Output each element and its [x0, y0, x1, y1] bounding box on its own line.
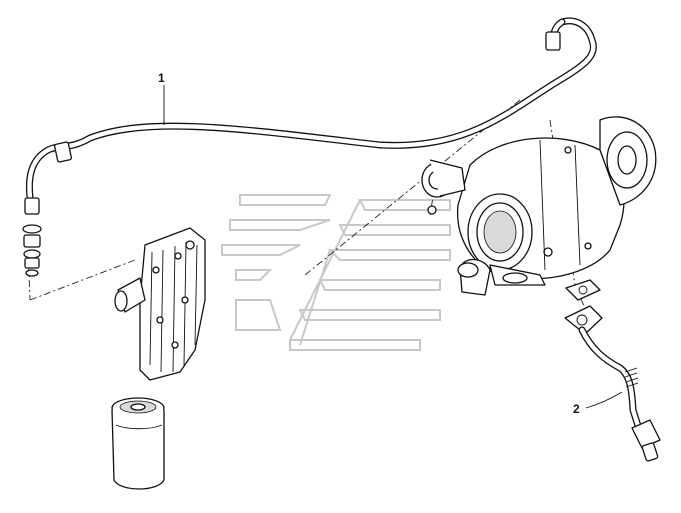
filter-head-housing	[114, 227, 206, 381]
callout-2: 2	[573, 402, 580, 416]
turbocharger	[456, 116, 657, 296]
callout-leaders	[163, 85, 623, 409]
watermark-logo	[221, 194, 451, 351]
callout-1: 1	[158, 71, 165, 85]
oil-filter-canister	[111, 397, 165, 490]
drain-flange-gasket	[565, 279, 601, 301]
oil-drain-pipe	[564, 305, 661, 462]
pipe-union-fitting	[22, 224, 42, 277]
oil-feed-pipe	[24, 17, 597, 215]
oil-inlet-adapter	[421, 159, 466, 215]
